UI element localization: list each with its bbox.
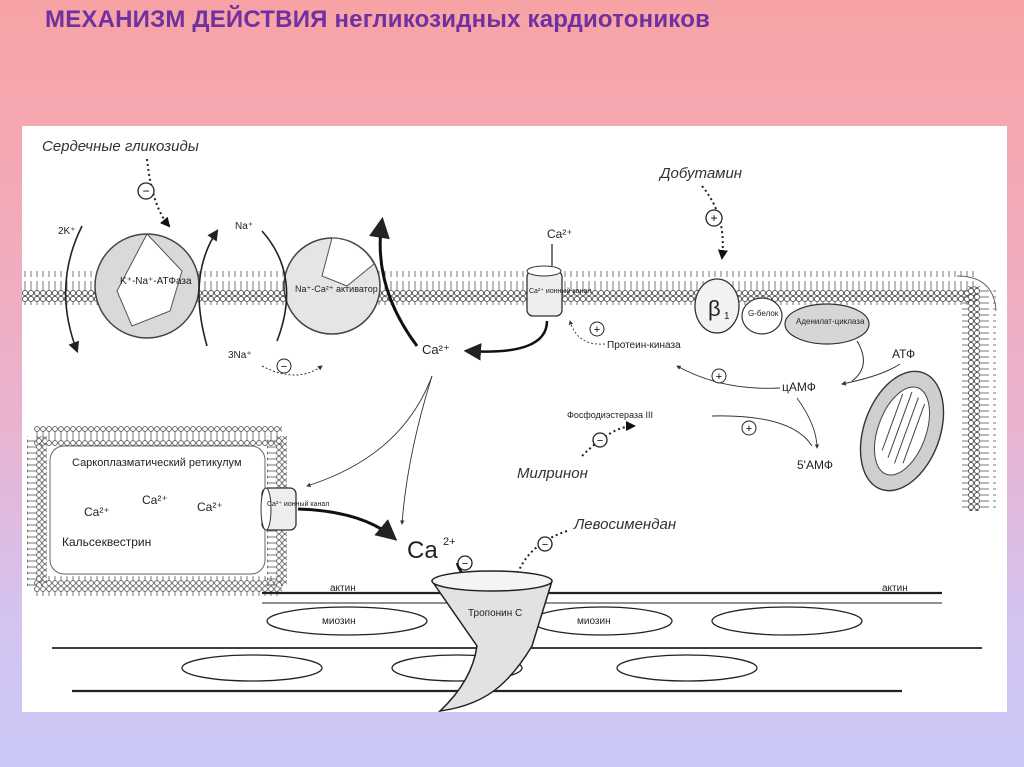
na-k-atpase-pump: K⁺-Na⁺-АТФаза — [94, 233, 200, 339]
levosimendan-label: Левосимендан — [573, 516, 676, 533]
title-rest: негликозидных кардиотоников — [334, 6, 711, 33]
sr-ca3: Ca²⁺ — [197, 500, 223, 514]
ca-big-label: Ca — [407, 537, 438, 564]
pde3-label: Фосфодиэстераза III — [567, 410, 653, 420]
channel-plus-sign — [589, 321, 605, 337]
beta1-subscript: 1 — [724, 311, 730, 322]
na-top-label: Na⁺ — [235, 221, 253, 232]
mitochondrion — [859, 370, 945, 492]
title-caps: МЕХАНИЗМ ДЕЙСТВИЯ — [45, 6, 328, 33]
dobutamine-label: Добутамин — [658, 165, 742, 182]
levosimendan-arrow — [510, 530, 568, 588]
pump-label: K⁺-Na⁺-АТФаза — [120, 276, 192, 287]
milrinone-label: Милринон — [517, 465, 588, 482]
actin-left-label: актин — [330, 583, 356, 594]
k2-label: 2K⁺ — [58, 226, 76, 237]
sarcoplasmic-reticulum: Саркоплазматический ретикулум Ca²⁺ Ca²⁺ … — [27, 426, 287, 596]
ca-cytosol-label: Ca²⁺ — [422, 342, 450, 357]
glycosides-arrow — [146, 158, 171, 228]
calsequestrin-label: Кальсеквестрин — [62, 535, 151, 549]
ca-big-superscript: 2+ — [443, 536, 456, 548]
adenylate-cyclase: Аденилат-циклаза — [784, 303, 870, 345]
exchanger-arc-right — [369, 216, 419, 347]
na3-label: 3Na⁺ — [228, 350, 252, 361]
dobutamine-plus-text: + — [710, 211, 717, 225]
camp-to-amp-arrow — [796, 397, 820, 449]
amp5-label: 5'АМФ — [797, 458, 833, 472]
na3-arrow — [261, 365, 323, 376]
exchanger-label: Na⁺-Ca²⁺ активатор — [295, 284, 378, 294]
g-protein: G-белок — [741, 297, 783, 335]
pde-to-amp-arrow — [711, 415, 813, 447]
dobutamine-plus-sign — [705, 209, 723, 227]
sr-ca2: Ca²⁺ — [142, 493, 168, 507]
troponin-label: Тропонин С — [468, 608, 522, 619]
na3-minus-sign — [276, 358, 292, 374]
cardiac-glycosides-label: Сердечные гликозиды — [42, 138, 199, 155]
exchanger-arc-left — [261, 230, 288, 342]
beta1-receptor: β 1 — [694, 278, 740, 334]
pump-arc-right — [198, 229, 219, 347]
na3-minus-text: − — [281, 361, 287, 373]
actin-right-label: актин — [882, 583, 908, 594]
atp-to-camp-arrow — [841, 363, 901, 386]
pde-plus-sign — [741, 420, 757, 436]
troponin-minus-sign — [457, 555, 473, 571]
beta1-label: β — [708, 296, 721, 321]
atp-label: АТФ — [892, 347, 915, 361]
pump-arc-left — [64, 225, 83, 354]
na-ca-exchanger: Na⁺-Ca²⁺ активатор — [283, 237, 381, 335]
levosimendan-minus-sign — [537, 536, 553, 552]
kinase-to-channel-arrow — [568, 320, 606, 345]
kinase-plus-text: + — [716, 371, 722, 383]
sr-ca1: Ca²⁺ — [84, 505, 110, 519]
milrinone-minus-sign — [592, 432, 608, 448]
slide-title: МЕХАНИЗМ ДЕЙСТВИЯ негликозидных кардиото… — [45, 6, 710, 34]
cyclase-to-camp-arrow — [851, 340, 864, 382]
sr-channel-label: Ca²⁺ ионный канал — [267, 500, 329, 508]
glycosides-minus-text: − — [142, 184, 149, 198]
channel-to-ca-arrow — [463, 320, 549, 361]
myosin-left-label: миозин — [322, 616, 356, 627]
glycosides-minus-sign — [137, 182, 155, 200]
membrane-ca-channel-label: Ca²⁺ ионный канал — [529, 287, 591, 295]
levosimendan-minus-text: − — [542, 539, 548, 551]
ca-to-sr-arrow — [306, 375, 433, 488]
myosin-right-label: миозин — [577, 616, 611, 627]
sr-title: Саркоплазматический ретикулум — [72, 457, 242, 469]
g-protein-label: G-белок — [748, 309, 779, 318]
channel-plus-text: + — [594, 324, 600, 336]
pde-plus-text: + — [746, 423, 752, 435]
protein-kinase-label: Протеин-киназа — [607, 340, 681, 351]
sr-to-big-ca-arrow — [297, 507, 398, 541]
camp-to-kinase-arrow — [676, 365, 781, 389]
ca-top-label: Ca²⁺ — [547, 227, 573, 241]
milrinone-minus-text: − — [597, 435, 603, 447]
adenylate-cyclase-label: Аденилат-циклаза — [796, 317, 865, 326]
ca-to-big-arrow — [400, 375, 433, 525]
milrinone-arrow — [581, 421, 636, 457]
kinase-plus-sign — [711, 368, 727, 384]
troponin-minus-text: − — [462, 558, 468, 570]
mechanism-diagram: K⁺-Na⁺-АТФаза Na⁺-Ca²⁺ активатор 2K⁺ Na⁺… — [22, 138, 997, 713]
sr-ca-channel: Ca²⁺ ионный канал — [260, 487, 329, 531]
membrane-ca-channel: Ca²⁺ ионный канал — [526, 265, 591, 317]
troponin-c: Тропонин С — [430, 570, 553, 713]
camp-label: цАМФ — [782, 380, 816, 394]
diagram-panel: K⁺-Na⁺-АТФаза Na⁺-Ca²⁺ активатор 2K⁺ Na⁺… — [22, 126, 1007, 713]
